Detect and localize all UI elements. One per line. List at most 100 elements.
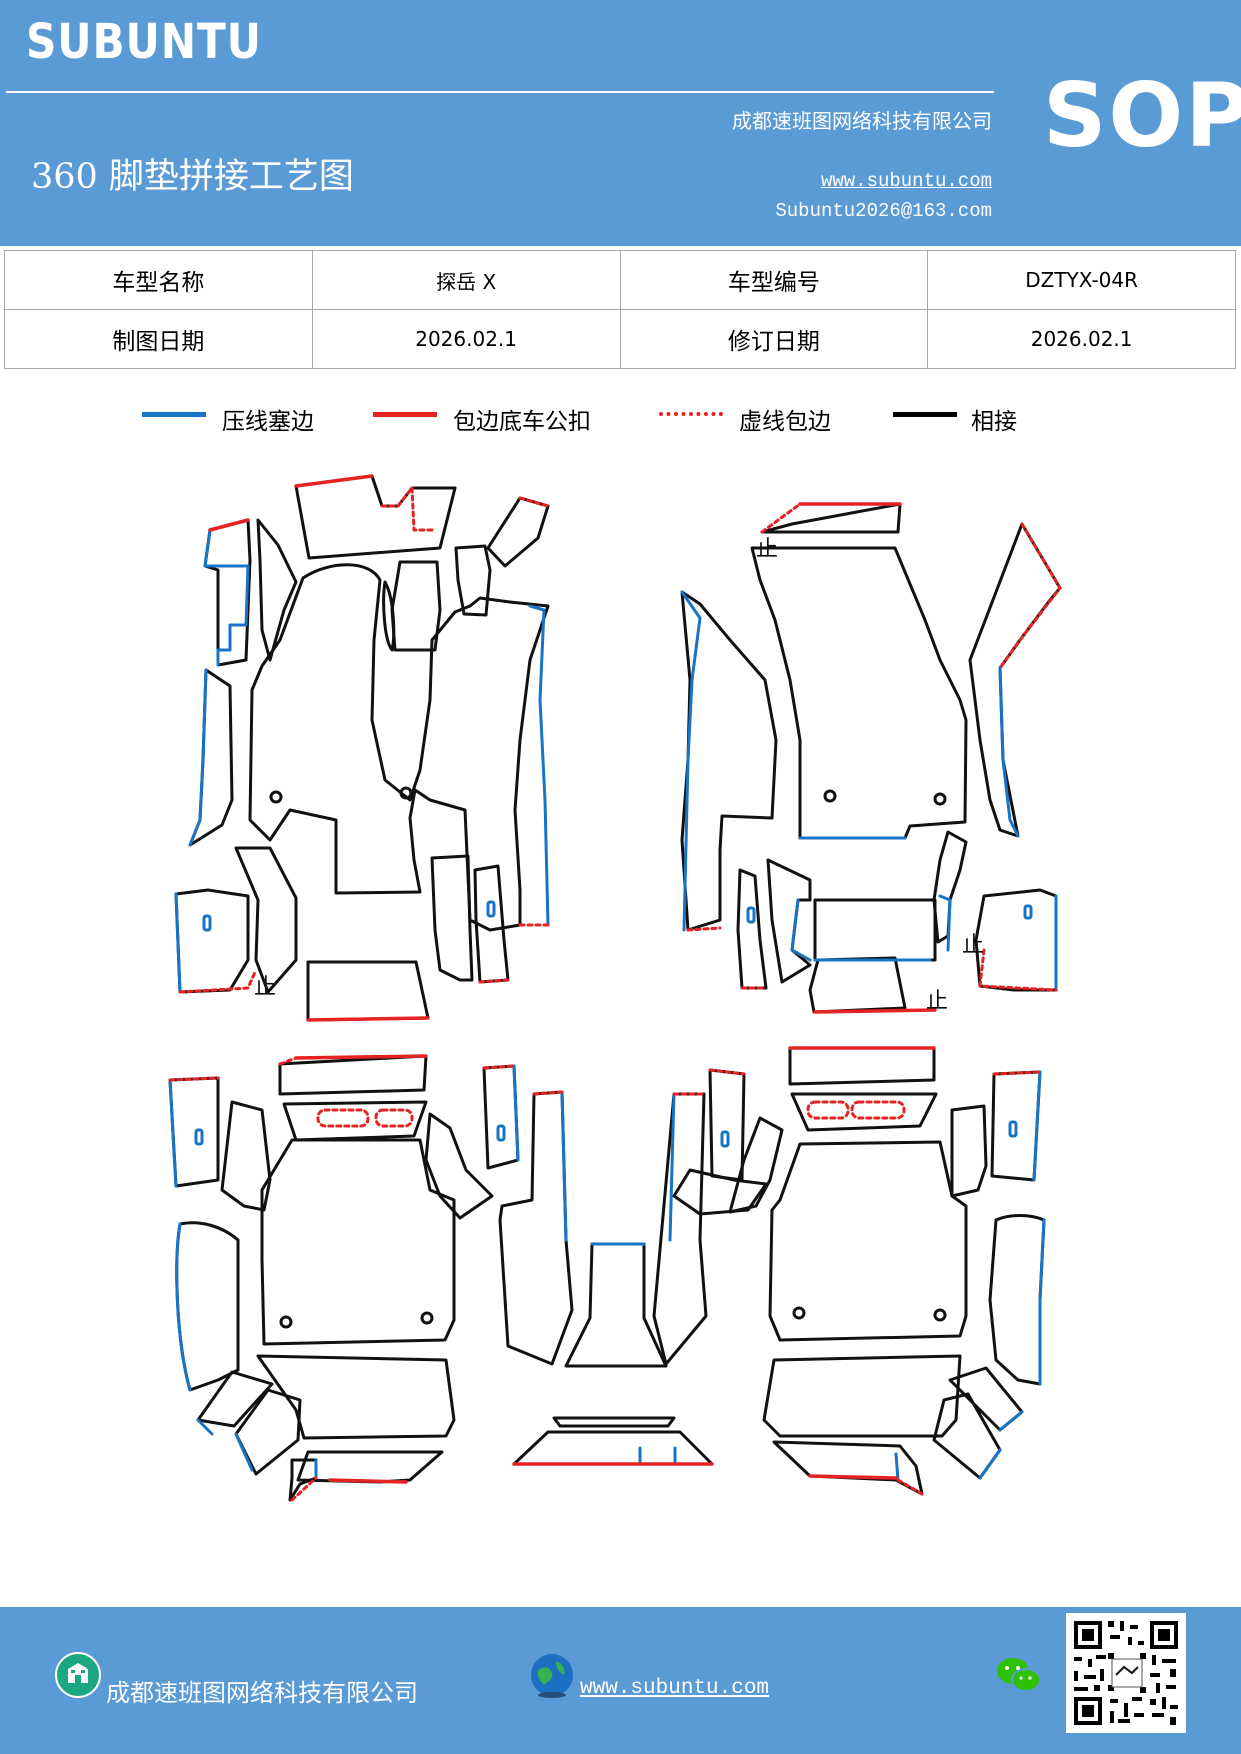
header-divider bbox=[6, 91, 994, 93]
blue-edge bbox=[560, 1090, 568, 1242]
mat-piece bbox=[174, 888, 250, 994]
mat-hole bbox=[823, 789, 837, 803]
mat-piece bbox=[168, 1076, 220, 1188]
mat-piece bbox=[256, 1354, 456, 1440]
mat-piece bbox=[282, 1100, 428, 1142]
mat-piece bbox=[424, 1112, 494, 1220]
page-title: 360 脚垫拼接工艺图 bbox=[31, 157, 354, 197]
mat-piece bbox=[306, 960, 430, 1022]
blue-edge bbox=[998, 1410, 1024, 1432]
revise-date-value: 2026.02.1 bbox=[927, 309, 1236, 369]
model-name-value: 探岳 X bbox=[311, 250, 621, 310]
stop-mark: 止 bbox=[962, 933, 984, 958]
red-edge bbox=[328, 1478, 408, 1484]
model-name-label: 车型名称 bbox=[4, 250, 313, 310]
mat-hole bbox=[269, 790, 283, 804]
mat-piece bbox=[950, 1104, 988, 1198]
red-edge bbox=[294, 474, 374, 488]
blue-edge bbox=[790, 898, 812, 962]
mat-piece bbox=[512, 1430, 714, 1466]
qr-code[interactable] bbox=[1066, 1613, 1186, 1733]
red-dotted-edge bbox=[380, 486, 437, 532]
blue-edge bbox=[1038, 1218, 1046, 1386]
red-dotted-edge bbox=[708, 1068, 746, 1076]
footer-website-link[interactable]: www.subuntu.com bbox=[580, 1677, 770, 1700]
blue-edge bbox=[978, 1448, 1002, 1480]
mat-piece bbox=[188, 668, 234, 847]
draw-date-label: 制图日期 bbox=[4, 309, 313, 369]
red-dotted-edge bbox=[278, 1056, 298, 1066]
mat-piece bbox=[974, 888, 1058, 992]
mat-piece bbox=[552, 1416, 676, 1428]
blue-slot bbox=[496, 1124, 506, 1142]
blue-edge bbox=[512, 1064, 520, 1162]
mat-piece bbox=[988, 1214, 1046, 1386]
mat-piece bbox=[260, 1138, 456, 1346]
stop-mark: 止 bbox=[756, 537, 778, 562]
red-dotted-edge bbox=[760, 502, 802, 534]
blue-slot bbox=[1008, 1120, 1018, 1138]
vehicle-info-table: 车型名称 探岳 X 车型编号 DZTYX-04R 制图日期 2026.02.1 … bbox=[4, 250, 1236, 369]
red-dotted-edge bbox=[686, 926, 722, 932]
mat-piece bbox=[968, 522, 1062, 838]
blue-edge bbox=[175, 1222, 192, 1392]
legend-swatch-red-dotted bbox=[659, 412, 723, 416]
legend-swatch-red bbox=[373, 412, 437, 417]
mat-piece bbox=[203, 518, 252, 667]
mat-piece bbox=[220, 1100, 272, 1212]
legend-label: 相接 bbox=[971, 409, 1017, 435]
mat-piece bbox=[486, 496, 550, 568]
red-dotted-edge bbox=[518, 496, 550, 508]
red-edge bbox=[813, 1008, 937, 1014]
mat-piece bbox=[728, 1116, 784, 1214]
red-edge bbox=[306, 1016, 430, 1022]
mat-piece bbox=[256, 518, 298, 662]
mat-piece bbox=[175, 1221, 240, 1392]
mat-piece bbox=[294, 474, 457, 560]
mat-hole bbox=[933, 1308, 947, 1322]
red-dotted-edge bbox=[992, 1070, 1042, 1076]
mat-hole bbox=[792, 1306, 806, 1320]
table-row: 车型名称 探岳 X 车型编号 DZTYX-04R bbox=[4, 250, 1236, 310]
globe-icon bbox=[531, 1654, 573, 1698]
red-dotted-vent bbox=[806, 1100, 850, 1120]
mat-piece bbox=[772, 1440, 924, 1496]
company-name: 成都速班图网络科技有限公司 bbox=[732, 109, 992, 133]
blue-slot bbox=[194, 1128, 204, 1146]
blue-edge bbox=[680, 590, 702, 932]
website-link[interactable]: www.subuntu.com bbox=[820, 170, 992, 192]
mat-piece bbox=[766, 858, 812, 984]
stop-mark: 止 bbox=[926, 989, 948, 1014]
mat-piece bbox=[482, 1064, 520, 1170]
mat-piece bbox=[234, 1388, 302, 1476]
blue-edge bbox=[938, 894, 952, 952]
blue-edge bbox=[668, 1092, 676, 1242]
blue-edge bbox=[234, 1432, 254, 1472]
mat-piece bbox=[564, 1242, 668, 1368]
wechat-icon bbox=[997, 1658, 1041, 1692]
blue-edge bbox=[203, 528, 250, 667]
blue-slot bbox=[720, 1130, 730, 1148]
red-dotted-edge bbox=[978, 948, 1058, 992]
draw-date-value: 2026.02.1 bbox=[311, 309, 621, 369]
mat-piece bbox=[708, 1068, 746, 1182]
mat-piece bbox=[788, 1046, 936, 1086]
mat-piece bbox=[248, 563, 550, 932]
red-dotted-edge bbox=[998, 522, 1062, 670]
mat-piece bbox=[672, 1168, 768, 1216]
legend-label: 包边底车公扣 bbox=[453, 409, 591, 435]
stop-mark: 止 bbox=[254, 975, 276, 1000]
blue-slot bbox=[1023, 904, 1033, 920]
mat-piece bbox=[382, 580, 396, 652]
revise-date-label: 修订日期 bbox=[619, 309, 929, 369]
model-code-label: 车型编号 bbox=[619, 250, 929, 310]
mat-piece bbox=[296, 1450, 444, 1484]
blue-slot bbox=[202, 914, 212, 932]
mat-hole bbox=[399, 786, 413, 800]
red-edge bbox=[208, 518, 250, 532]
legend-label: 虚线包边 bbox=[739, 409, 831, 435]
blue-edge bbox=[168, 1078, 178, 1188]
red-dotted-edge bbox=[896, 1478, 924, 1496]
mat-piece bbox=[652, 1092, 708, 1366]
